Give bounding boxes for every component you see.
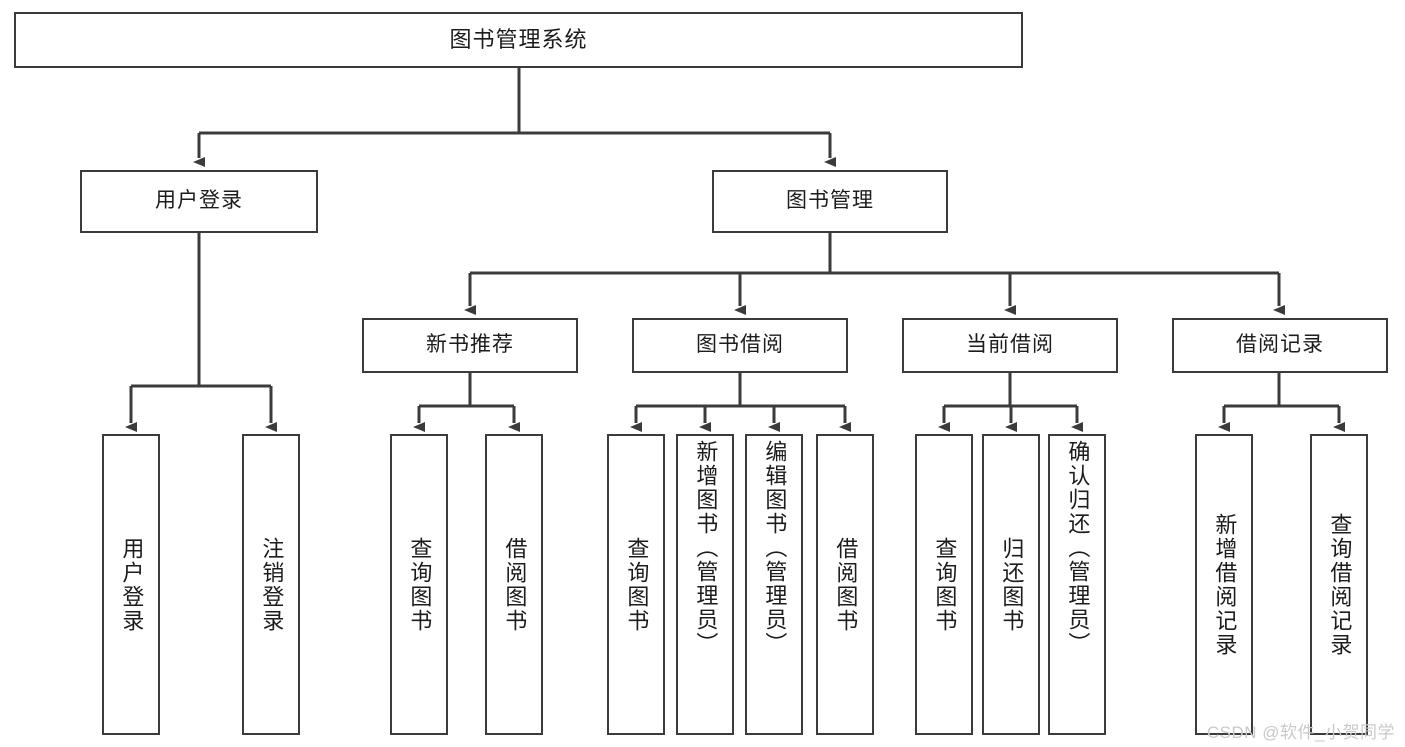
leaf-label: 查询图书: [624, 536, 650, 633]
node-label: 图书管理: [786, 189, 874, 213]
leaf-label: 注销登录: [259, 536, 285, 633]
node-label: 图书管理系统: [449, 27, 588, 53]
node-label: 用户登录: [155, 189, 243, 213]
leaf-book-borrow-query-book[interactable]: 查询图书: [607, 434, 665, 735]
leaf-label: 新增借阅记录: [1212, 512, 1238, 657]
leaf-book-borrow-add-book-admin[interactable]: 新增图书（管理员）: [676, 434, 734, 735]
node-user-login[interactable]: 用户登录: [80, 170, 318, 233]
node-new-book-recommend[interactable]: 新书推荐: [362, 318, 578, 373]
node-label: 当前借阅: [966, 333, 1054, 357]
node-label: 新书推荐: [426, 333, 514, 357]
leaf-borrow-record-add-record[interactable]: 新增借阅记录: [1195, 434, 1253, 735]
leaf-label: 查询图书: [932, 536, 958, 633]
watermark-text: CSDN @软件_小贺同学: [1206, 723, 1395, 742]
leaf-user-login-login[interactable]: 用户登录: [102, 434, 160, 735]
node-current-borrow[interactable]: 当前借阅: [902, 318, 1118, 373]
leaf-current-borrow-confirm-return-admin[interactable]: 确认归还（管理员）: [1048, 434, 1106, 735]
leaf-book-borrow-borrow-book[interactable]: 借阅图书: [816, 434, 874, 735]
leaf-book-borrow-edit-book-admin[interactable]: 编辑图书（管理员）: [745, 434, 803, 735]
leaf-label: 编辑图书（管理员）: [762, 440, 788, 656]
leaf-label: 确认归还（管理员）: [1065, 440, 1091, 656]
leaf-label: 归还图书: [999, 536, 1025, 633]
node-label: 图书借阅: [696, 333, 784, 357]
node-root-book-management-system[interactable]: 图书管理系统: [14, 12, 1023, 68]
node-book-management[interactable]: 图书管理: [712, 170, 948, 233]
leaf-current-borrow-return-book[interactable]: 归还图书: [982, 434, 1040, 735]
leaf-borrow-record-query-record[interactable]: 查询借阅记录: [1310, 434, 1368, 735]
node-label: 借阅记录: [1236, 333, 1324, 357]
leaf-user-login-logout[interactable]: 注销登录: [242, 434, 300, 735]
leaf-label: 借阅图书: [502, 536, 528, 633]
leaf-new-book-borrow-book[interactable]: 借阅图书: [485, 434, 543, 735]
leaf-label: 查询图书: [407, 536, 433, 633]
leaf-current-borrow-query-book[interactable]: 查询图书: [915, 434, 973, 735]
node-borrow-record[interactable]: 借阅记录: [1172, 318, 1388, 373]
leaf-new-book-query-book[interactable]: 查询图书: [390, 434, 448, 735]
leaf-label: 新增图书（管理员）: [693, 440, 719, 656]
node-book-borrow[interactable]: 图书借阅: [632, 318, 848, 373]
leaf-label: 用户登录: [119, 536, 145, 633]
leaf-label: 借阅图书: [833, 536, 859, 633]
leaf-label: 查询借阅记录: [1327, 512, 1353, 657]
